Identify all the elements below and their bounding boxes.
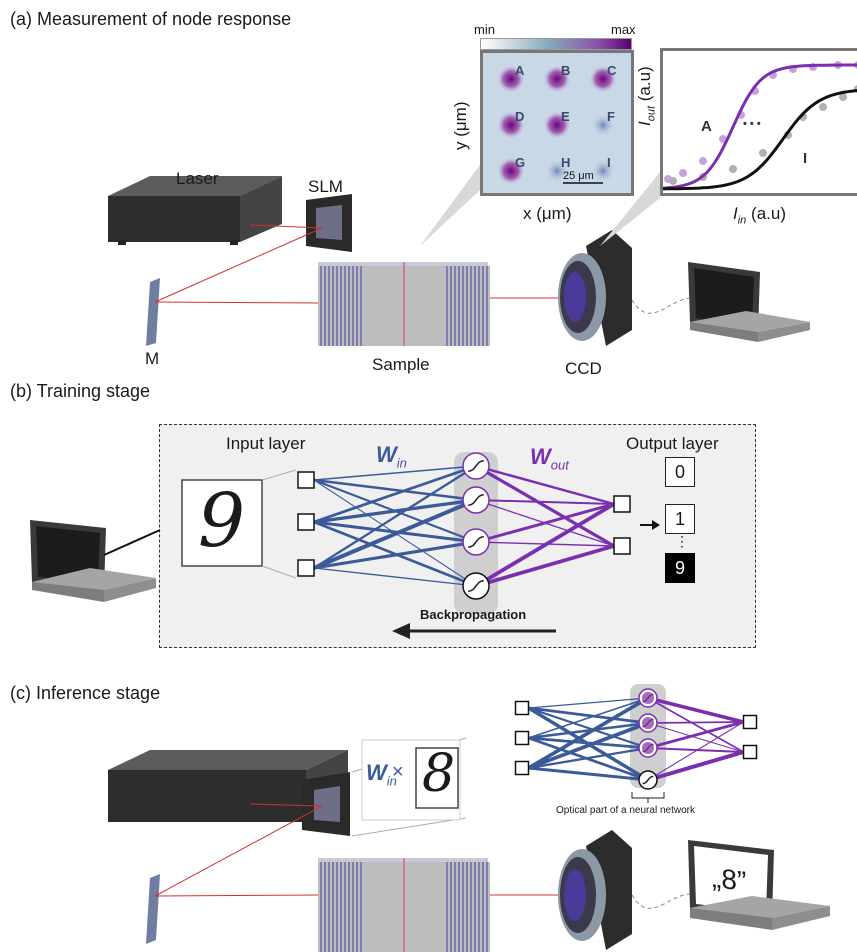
optical-caption: Optical part of a neural network	[556, 806, 695, 816]
cable-c	[632, 894, 690, 908]
laptop-screen-text: „8”	[712, 864, 746, 896]
optical-spot	[642, 717, 654, 729]
optical-spot	[642, 692, 654, 704]
input-node	[516, 762, 529, 775]
input-node	[516, 702, 529, 715]
sample-block-c	[318, 858, 490, 952]
ccd-camera-c	[558, 830, 632, 950]
inference-digit: 8	[422, 748, 455, 800]
slm-device-c	[302, 772, 350, 836]
laptop-c	[688, 840, 830, 930]
optical-spot	[642, 742, 654, 754]
output-node	[744, 716, 757, 729]
optical-bracket	[632, 792, 664, 803]
times-sign: ×	[392, 762, 404, 782]
input-node	[516, 732, 529, 745]
weight-out	[648, 722, 744, 723]
output-node	[744, 746, 757, 759]
mirror-c	[146, 874, 160, 944]
